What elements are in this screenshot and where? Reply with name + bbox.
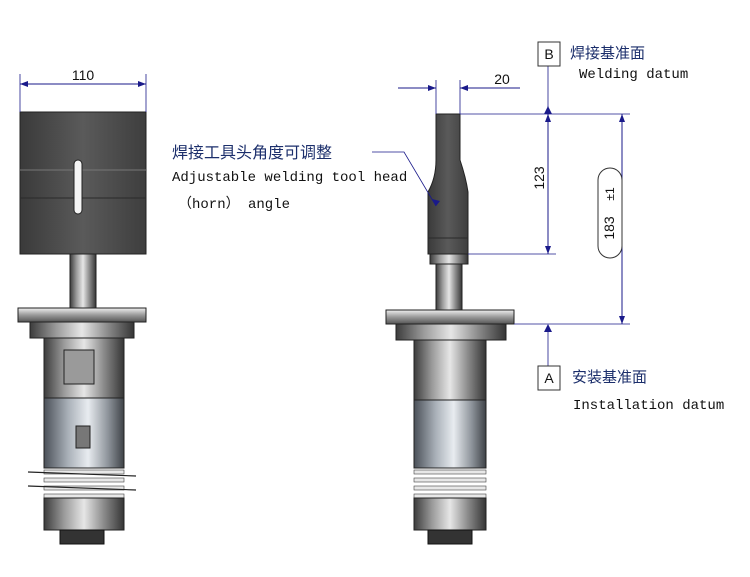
callout-cn: 焊接工具头角度可调整	[172, 143, 332, 162]
flange-front	[17, 307, 147, 323]
flange-side	[385, 309, 515, 325]
horn-block-front	[19, 111, 147, 255]
dimension-width: 110	[19, 67, 147, 112]
datum-a-cn: 安装基准面	[572, 368, 647, 386]
horn-side	[427, 113, 469, 255]
datum-a: A 安装基准面 Installation datum	[537, 324, 724, 414]
callout-en-line1: Adjustable welding tool head	[172, 170, 407, 186]
datum-b: B 焊接基准面 Welding datum	[537, 41, 688, 114]
dimension-total-height-label: 183	[601, 216, 617, 240]
front-view	[17, 111, 147, 545]
datum-b-en: Welding datum	[579, 67, 688, 83]
dimension-tool-height-label: 123	[531, 166, 547, 190]
datum-b-cn: 焊接基准面	[570, 44, 645, 62]
dimension-thickness-label: 20	[494, 71, 510, 87]
datum-a-letter: A	[544, 370, 554, 386]
side-view	[385, 113, 515, 545]
horn-slot	[73, 159, 83, 215]
datum-a-en: Installation datum	[573, 398, 724, 414]
callout: 焊接工具头角度可调整 Adjustable welding tool head …	[172, 143, 440, 213]
dimension-total-height: 183 ±1	[597, 114, 625, 324]
callout-en-line2: （horn） angle	[178, 196, 290, 213]
dimension-tolerance-label: ±1	[603, 187, 617, 201]
datum-b-letter: B	[544, 46, 553, 62]
dimension-thickness: 20	[398, 71, 520, 114]
rings-side	[413, 469, 487, 499]
dimension-width-label: 110	[72, 67, 95, 83]
dimension-tool-height: 123	[531, 106, 551, 254]
